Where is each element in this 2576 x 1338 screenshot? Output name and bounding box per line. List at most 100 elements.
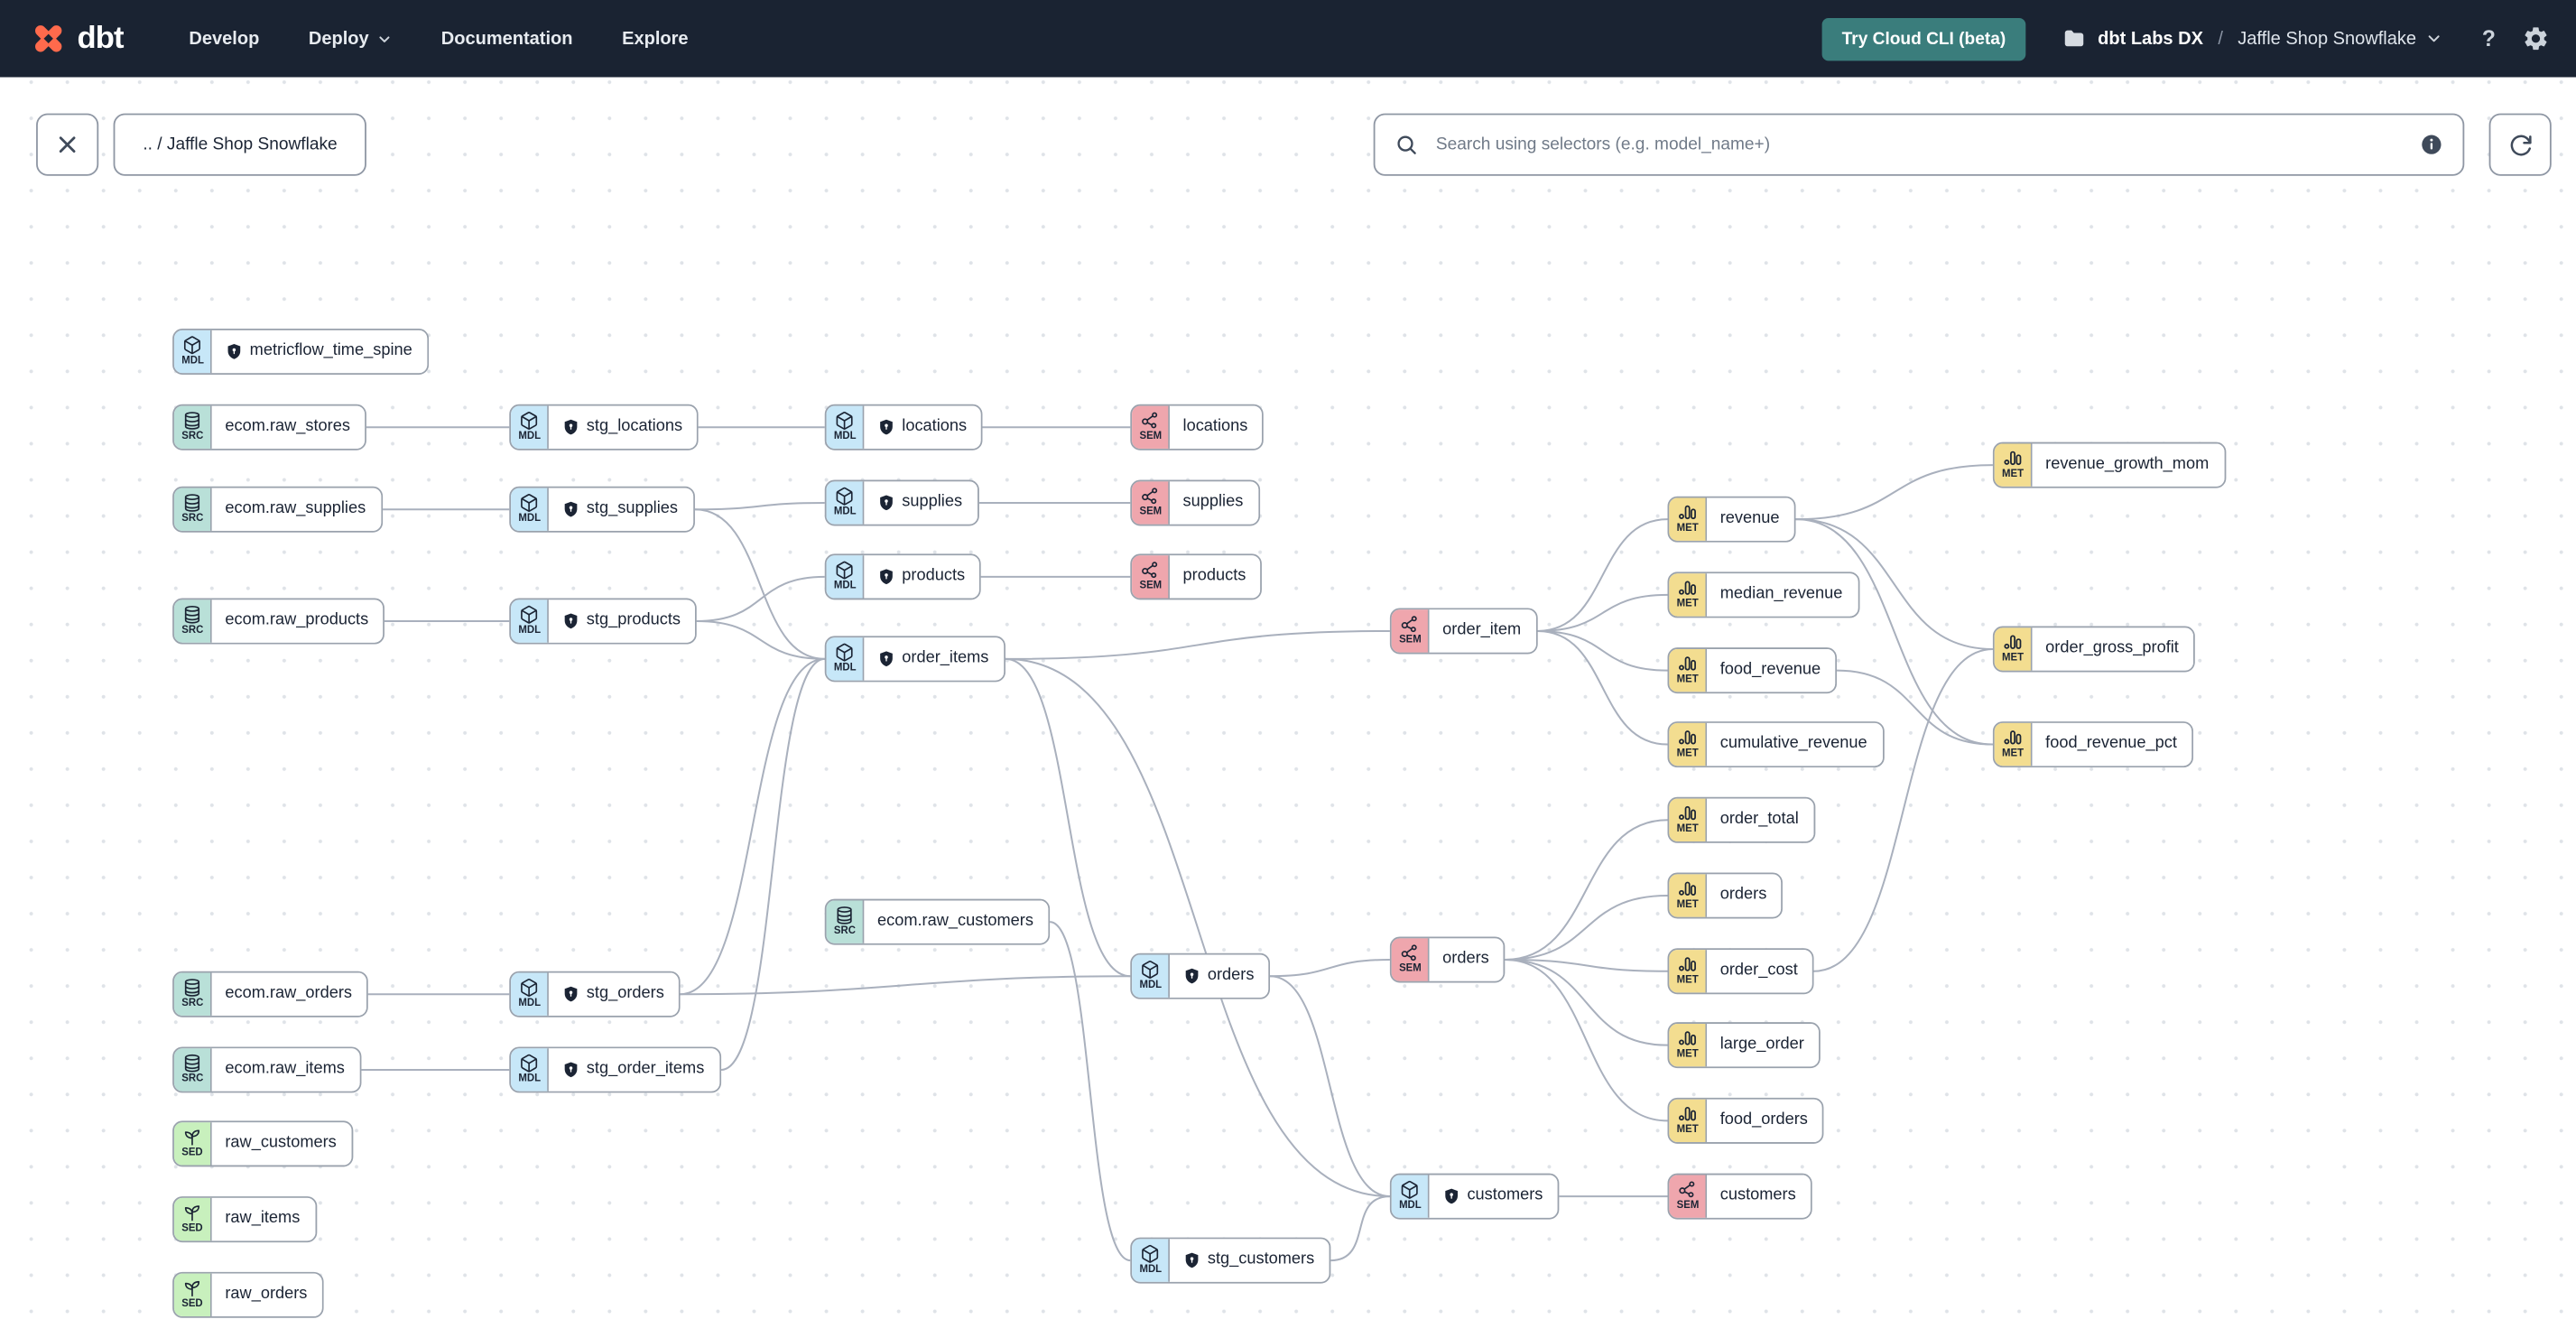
help-icon[interactable]: ? (2481, 26, 2496, 51)
node-label: stg_supplies (586, 499, 679, 518)
metric-bars-icon: MET (1994, 443, 2033, 487)
account-name[interactable]: dbt Labs DX (2098, 28, 2203, 49)
project-selector[interactable]: Jaffle Shop Snowflake (2238, 29, 2442, 49)
navbar-right: Try Cloud CLI (beta) dbt Labs DX / Jaffl… (1821, 17, 2550, 60)
edge-met_order_cost-to-met_order_gross_profit (1813, 647, 1993, 972)
info-icon[interactable] (2420, 133, 2442, 155)
model-cube-icon: MDL (511, 488, 549, 531)
close-button[interactable] (36, 113, 99, 176)
dbt-logo[interactable]: dbt (30, 20, 125, 58)
semantic-network-icon: SEM (1132, 481, 1170, 525)
model-cube-icon: MDL (511, 972, 549, 1016)
node-type-label: MDL (1398, 1199, 1422, 1212)
node-met_order_gross_profit[interactable]: MET order_gross_profit (1992, 626, 2196, 673)
edge-stg_orders-to-mdl_orders (680, 975, 1131, 996)
source-database-icon: SRC (173, 405, 212, 449)
node-body: stg_products (548, 599, 696, 643)
node-label: products (902, 566, 966, 585)
top-navbar: dbt Develop Deploy Documentation Explore… (0, 0, 2576, 78)
node-body: large_order (1707, 1023, 1820, 1067)
node-type-label: MET (1676, 974, 1699, 987)
node-type-label: SED (181, 1147, 203, 1159)
nav-deploy-label: Deploy (308, 28, 369, 49)
metric-bars-icon: MET (1994, 627, 2033, 671)
model-cube-icon: MDL (826, 405, 865, 449)
close-icon (56, 133, 79, 155)
selector-search-input[interactable] (1432, 133, 2405, 156)
node-label: revenue (1719, 509, 1780, 528)
nav-develop[interactable]: Develop (189, 28, 260, 49)
node-type-label: SEM (1398, 962, 1422, 975)
node-body: ecom.raw_stores (211, 405, 366, 449)
node-label: orders (1207, 966, 1255, 985)
node-stg_supplies[interactable]: MDL stg_supplies (509, 486, 695, 533)
node-label: cumulative_revenue (1719, 734, 1867, 753)
node-type-label: MET (1676, 823, 1699, 835)
node-body: median_revenue (1707, 573, 1858, 617)
node-body: stg_customers (1169, 1239, 1330, 1282)
node-body: stg_locations (548, 405, 698, 449)
nav-deploy[interactable]: Deploy (309, 29, 392, 49)
settings-gear-icon[interactable] (2522, 24, 2550, 52)
node-type-label: MET (1676, 522, 1699, 534)
node-met_revenue[interactable]: MET revenue (1667, 496, 1796, 543)
node-label: raw_items (225, 1209, 301, 1228)
metric-bars-icon: MET (1669, 798, 1708, 841)
node-body: revenue (1707, 497, 1794, 541)
graph-breadcrumb[interactable]: .. / Jaffle Shop Snowflake (113, 113, 367, 176)
node-body: ecom.raw_orders (211, 972, 367, 1016)
edge-sem_orders-to-met_orders (1505, 895, 1668, 961)
model-cube-icon: MDL (826, 637, 865, 681)
nav-documentation[interactable]: Documentation (440, 28, 573, 49)
node-type-label: MDL (1138, 980, 1162, 991)
node-body: products (1169, 555, 1261, 599)
node-label: order_gross_profit (2045, 639, 2179, 658)
node-body: stg_orders (548, 972, 680, 1016)
node-type-label: SED (181, 1222, 203, 1235)
node-mdl_orders[interactable]: MDL orders (1130, 952, 1271, 999)
node-type-label: MET (2001, 652, 2024, 664)
nav-explore[interactable]: Explore (622, 28, 689, 49)
refresh-button[interactable] (2488, 113, 2552, 176)
node-body: ecom.raw_supplies (211, 488, 381, 531)
edge-stg_supplies-to-mdl_supplies (694, 501, 825, 511)
try-cloud-cli-button[interactable]: Try Cloud CLI (beta) (1821, 17, 2026, 60)
node-seed_raw_items[interactable]: SED raw_items (172, 1196, 317, 1243)
